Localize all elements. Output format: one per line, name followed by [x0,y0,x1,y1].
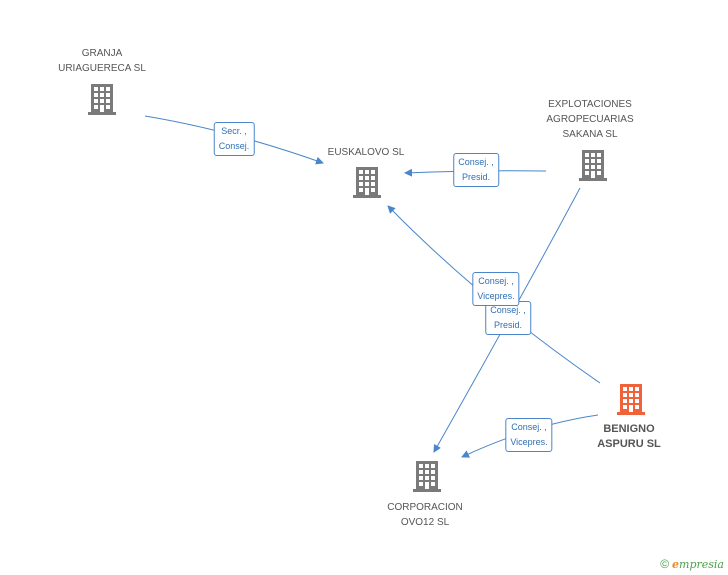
node-label-line: AGROPECUARIAS [546,114,634,125]
node-euskalovo[interactable]: EUSKALOVO SL [328,145,405,160]
edge-label-line: Presid. [493,320,522,330]
node-corporacion[interactable]: CORPORACION OVO12 SL [387,500,463,530]
copyright-icon: © [660,557,670,571]
edge-label-explotaciones-corporacion[interactable]: Consej. , Presid. [485,301,531,335]
building-icon [579,150,607,181]
node-label-line: ASPURU SL [597,438,661,450]
node-label-line: GRANJA [81,48,123,59]
edge-label-benigno-euskalovo[interactable]: Consej. , Vicepres. [472,272,520,306]
node-label-line: BENIGNO [603,423,655,435]
building-icon [88,84,116,115]
edge-label-line: Consej. , [458,157,494,167]
edge-label-line: Presid. [461,172,490,182]
node-label-line: EUSKALOVO SL [327,147,405,158]
node-label-line: EXPLOTACIONES [548,99,632,110]
node-label-line: SAKANA SL [562,129,618,140]
edge-label-line: Consej. , [490,305,526,315]
edge-label-explotaciones-euskalovo[interactable]: Consej. , Presid. [453,153,499,187]
edge-label-line: Vicepres. [510,437,548,447]
edge-label-granja-euskalovo[interactable]: Secr. , Consej. [213,122,255,156]
node-label-line: OVO12 SL [400,517,450,528]
edge-label-line: Consej. , [511,422,547,432]
edge-label-line: Vicepres. [477,291,515,301]
building-icon [413,461,441,492]
edge-label-line: Consej. [218,141,250,151]
building-icon [353,167,381,198]
node-label-line: URIAGUERECA SL [58,63,146,74]
node-benigno[interactable]: BENIGNO ASPURU SL [597,422,661,452]
node-label-line: CORPORACION [387,502,463,513]
node-granja[interactable]: GRANJA URIAGUERECA SL [58,46,146,76]
edge-label-line: Secr. , [221,126,247,136]
building-icon [617,384,645,415]
edge-label-benigno-corporacion[interactable]: Consej. , Vicepres. [505,418,553,452]
node-explotaciones[interactable]: EXPLOTACIONES AGROPECUARIAS SAKANA SL [546,97,633,142]
brand-initial: e [672,557,680,571]
edge-label-line: Consej. , [478,276,514,286]
brand-name: mpresia [679,557,724,571]
